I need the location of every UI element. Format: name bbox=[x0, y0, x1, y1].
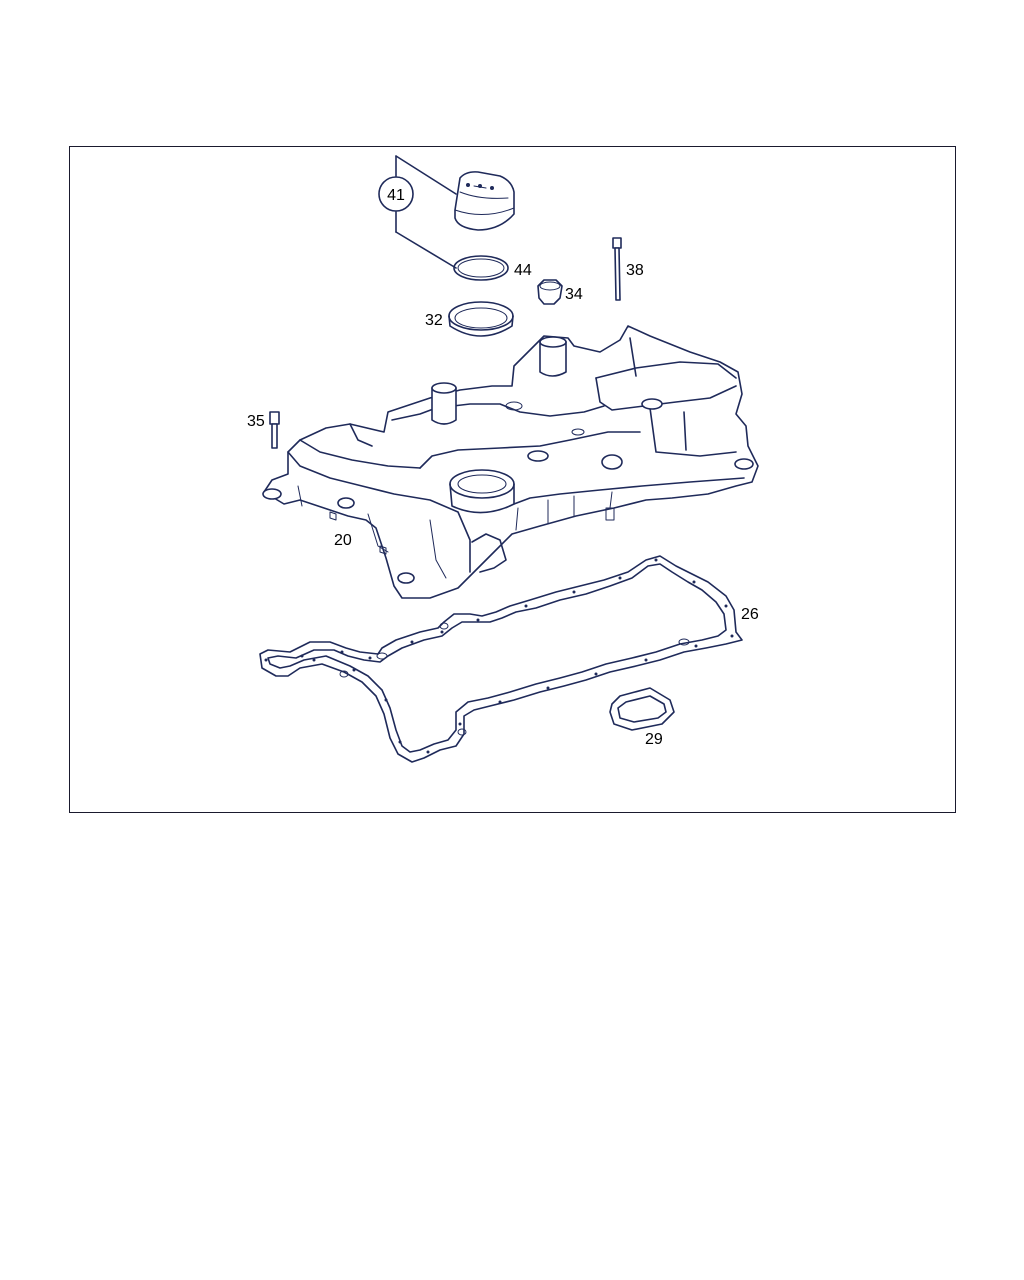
diagram-frame bbox=[69, 146, 956, 813]
part-29-small-gasket bbox=[609, 687, 675, 731]
part-41-oil-filler-cap bbox=[378, 155, 515, 269]
label-35: 35 bbox=[247, 413, 265, 430]
label-29: 29 bbox=[645, 731, 663, 748]
part-44-seal-ring bbox=[453, 255, 509, 281]
label-26: 26 bbox=[741, 606, 759, 623]
label-38: 38 bbox=[626, 262, 644, 279]
callout-circle-41 bbox=[378, 176, 414, 212]
part-32-sealing-ring bbox=[448, 301, 514, 337]
part-20-cylinder-head-cover bbox=[262, 325, 759, 599]
label-32: 32 bbox=[425, 312, 443, 329]
callout-labels: 41 44 38 34 32 35 20 26 29 bbox=[247, 187, 759, 748]
label-34: 34 bbox=[565, 286, 583, 303]
part-34-nut bbox=[537, 279, 563, 305]
part-26-gasket bbox=[259, 555, 743, 763]
label-20: 20 bbox=[334, 532, 352, 549]
part-38-long-bolt bbox=[612, 237, 622, 301]
part-35-short-bolt bbox=[269, 411, 280, 449]
label-41: 41 bbox=[387, 187, 405, 204]
label-44: 44 bbox=[514, 262, 532, 279]
